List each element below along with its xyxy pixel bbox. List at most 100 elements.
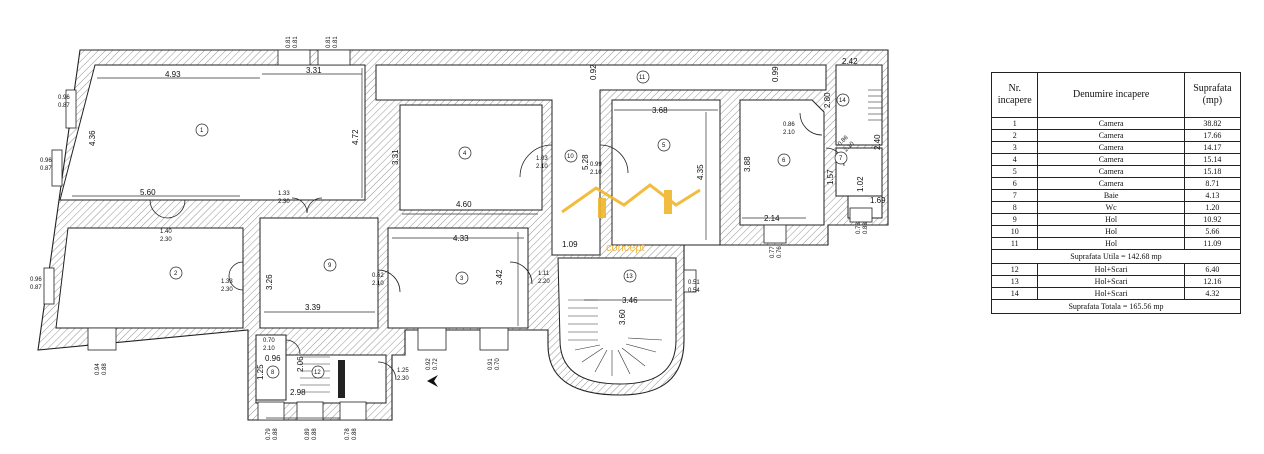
dim-label: 5.60 [140,188,156,197]
opening-width: 0.62 [372,273,384,279]
opening-width: 1.03 [536,156,548,162]
cell-nr: 7 [990,189,1039,202]
dim-label: 0.96 [265,354,281,363]
cell-area: 17.66 [1183,129,1242,142]
cell-name: Baie [1037,189,1185,202]
cell-nr: 4 [990,153,1039,166]
cell-area: 8.71 [1183,177,1242,190]
opening-height: 2.30 [397,376,409,382]
dim-label: 3.31 [391,149,400,165]
opening-width: 1.33 [221,279,233,285]
cell-name: Hol+Scari [1037,263,1185,276]
stairs-12 [300,356,345,398]
cell-nr: 11 [990,237,1039,250]
rooms [55,64,883,404]
dim-label: 0.99 [771,66,780,82]
room-number: 5 [662,143,666,149]
floor-plan: concept 4.93 3.31 4.72 4.36 5.60 3.31 4.… [30,36,889,440]
dim-label: 3.46 [622,296,638,305]
cell-area: 15.14 [1183,153,1242,166]
window-label: 0.87 [58,103,70,109]
cell-nr: 9 [990,213,1039,226]
opening-width: 0.70 [263,338,275,344]
cell-name: Camera [1037,129,1185,142]
cell-name: Camera [1037,141,1185,154]
window-label: 0.91 [488,358,494,370]
cell-area: 11.09 [1183,237,1242,250]
dim-label: 1.02 [856,176,865,192]
room-1 [59,64,366,201]
opening-height: 2.10 [590,170,602,176]
dim-label: 2.42 [842,57,858,66]
window-label: 0.54 [688,288,700,294]
room-4 [399,104,543,211]
window-label: 0.79 [266,428,272,440]
dim-label: 2.14 [764,214,780,223]
room-numbers: 1 2 3 4 5 6 7 8 9 10 11 12 13 14 [169,70,850,379]
cell-nr: 1 [990,117,1039,130]
room-10-11 [375,64,827,256]
stairs-14 [868,89,882,121]
header-nr: Nr. incapere [990,72,1039,118]
cell-area: 14.17 [1183,141,1242,154]
room-number: 8 [271,370,275,376]
dim-label: 3.26 [265,274,274,290]
window-label: 0.72 [433,358,439,370]
room-number: 7 [839,156,843,162]
dim-label: 4.72 [351,129,360,145]
opening-height: 2.30 [278,199,290,205]
window-label: 0.89 [305,428,311,440]
dim-label: 3.60 [618,309,627,325]
window-label: 0.81 [326,36,332,48]
dim-label: 5.28 [581,154,590,170]
table-header-row: Nr. incapere Denumire incapere Suprafata… [990,72,1242,118]
useful-total-row: Suprafata Utila = 142.68 mp [991,249,1241,264]
room-number: 12 [314,370,321,376]
entry-arrow-icon [427,375,438,387]
header-name: Denumire incapere [1037,72,1185,118]
window-label: 0.88 [273,428,279,440]
cell-nr: 14 [990,287,1039,300]
room-2 [55,227,244,329]
window-label: 0.70 [495,358,501,370]
cell-area: 15.18 [1183,165,1242,178]
window-label: 0.94 [95,363,101,375]
room-number: 11 [639,75,646,81]
window-label: 0.96 [40,158,52,164]
room-number: 3 [460,276,464,282]
window-label: 0.87 [30,285,42,291]
opening-height: 2.10 [536,164,548,170]
dim-label: 1.69 [870,196,886,205]
cell-nr: 2 [990,129,1039,142]
useful-total: Suprafata Utila = 142.68 mp [991,249,1241,264]
window-label: 0.78 [856,222,862,234]
window-label: 0.78 [345,428,351,440]
dim-label: 1.09 [562,240,578,249]
room-number: 4 [463,151,467,157]
cell-name: Wc [1037,201,1185,214]
header-area: Suprafata (mp) [1183,72,1242,118]
opening-height: 2.30 [221,287,233,293]
window-label: 0.51 [688,280,700,286]
window-label: 0.77 [770,246,776,258]
cell-nr: 5 [990,165,1039,178]
room-number: 2 [174,271,178,277]
cell-name: Camera [1037,117,1185,130]
cell-nr: 12 [990,263,1039,276]
window-label: 0.88 [102,363,108,375]
dim-label: 4.36 [88,130,97,146]
dim-label: 2.40 [873,134,882,150]
cell-area: 1.20 [1183,201,1242,214]
room-9 [259,217,379,329]
opening-height: 2.10 [783,130,795,136]
window-label: 0.96 [58,95,70,101]
dimension-lines [72,68,806,419]
cell-area: 38.82 [1183,117,1242,130]
window-label: 0.88 [863,222,869,234]
